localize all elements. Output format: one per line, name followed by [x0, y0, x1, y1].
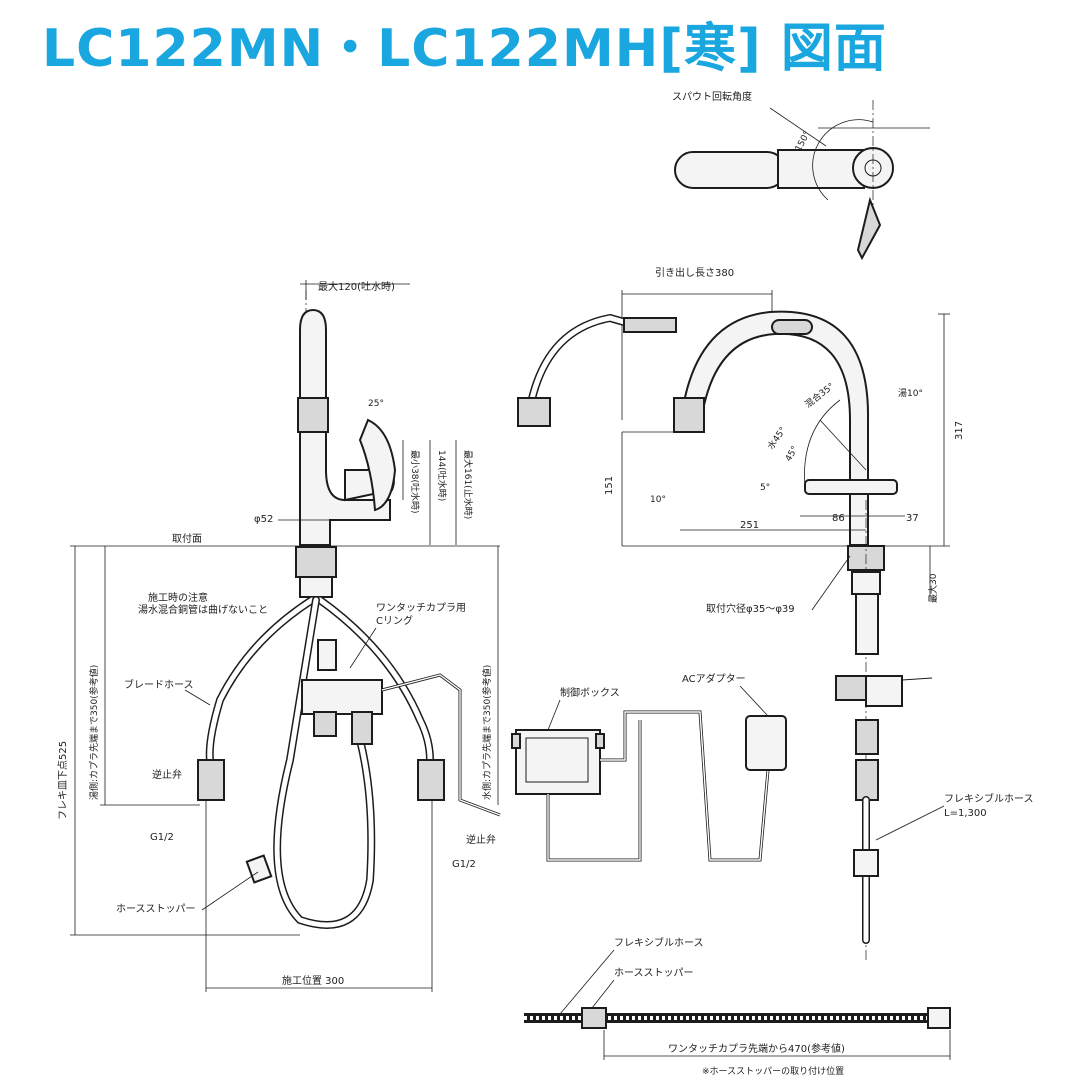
spout-rotation-label: スパウト回転角度 [672, 90, 752, 103]
braided-hose-label: ブレードホース [124, 678, 194, 691]
g12-right-label: G1/2 [452, 859, 476, 870]
dim-37-label: 37 [906, 513, 919, 524]
dim-86-label: 86 [832, 513, 845, 524]
dim-144-label: 144(吐水時) [436, 450, 448, 501]
stopper-note-label: ※ホースストッパーの取り付け位置 [702, 1065, 844, 1077]
install-note-text: 湯水混合銅管は曲げないこと [138, 603, 268, 616]
install-note-title: 施工時の注意 [148, 591, 208, 604]
hot-10-label: 湯10° [898, 388, 923, 399]
angle-10-left-label: 10° [650, 495, 666, 505]
check-valve-left-label: 逆止弁 [152, 768, 182, 781]
control-box-label: 制御ボックス [560, 686, 620, 699]
flex-hose-right-label-2: L=1,300 [944, 808, 987, 819]
cold-side-350-label: 水側:カプラ先端まで350(参考値) [481, 665, 493, 800]
hose-stopper-bottom-label: ホースストッパー [614, 967, 694, 979]
hose-stopper-left-label: ホースストッパー [116, 903, 196, 915]
pull-out-length-label: 引き出し長さ380 [655, 266, 734, 279]
c-ring-label-1: ワンタッチカプラ用 [376, 602, 466, 614]
left-faucet-view: 最大120(吐水時) 25° 最小38(吐水時) 144(吐水時) 最大161(… [57, 280, 501, 992]
mount-surface-label: 取付面 [172, 532, 202, 545]
g12-left-label: G1/2 [150, 832, 174, 843]
mix-35-label: 混合35° [802, 380, 836, 410]
hot-side-350-label: 湯側:カプラ先端まで350(参考値) [88, 665, 100, 800]
angle-25-label: 25° [368, 399, 384, 409]
min-38-label: 最小38(吐水時) [409, 450, 421, 513]
electrical-components: 制御ボックス ACアダプター [511, 672, 787, 862]
page-title: LC122MN・LC122MH[寒] 図面 [42, 19, 887, 79]
dim-151-label: 151 [604, 476, 615, 495]
flex-hose-right-label-1: フレキシブルホース [944, 792, 1034, 805]
flex-hose-bottom-label: フレキシブルホース [614, 936, 704, 949]
coupler-470-label: ワンタッチカプラ先端から470(参考値) [668, 1042, 845, 1055]
mount-hole-label: 取付穴径φ35〜φ39 [706, 602, 795, 615]
bottom-flex-hose: フレキシブルホース ホースストッパー ワンタッチカプラ先端から470(参考値) … [524, 936, 951, 1077]
water-45-label: 水45° [765, 424, 789, 451]
dim-251-label: 251 [740, 520, 759, 531]
angle-45-label: 45° [784, 445, 801, 464]
ac-adapter-label: ACアダプター [682, 672, 746, 685]
max-161-label: 最大161(止水時) [462, 450, 474, 519]
max-120-label: 最大120(吐水時) [318, 280, 395, 293]
angle-5-label: 5° [760, 483, 770, 493]
phi-52-label: φ52 [254, 514, 273, 525]
top-view: スパウト回転角度 150° [672, 90, 930, 261]
check-valve-right-label: 逆止弁 [466, 833, 496, 846]
right-faucet-view: 引き出し長さ380 151 10° 251 [517, 266, 1034, 960]
dim-317-label: 317 [954, 421, 965, 440]
max-30-label: 最大30 [927, 573, 939, 603]
flex-525-label: フレキ皿下点525 [57, 741, 69, 820]
c-ring-label-2: Cリング [376, 614, 413, 627]
install-position-label: 施工位置 300 [282, 974, 344, 987]
